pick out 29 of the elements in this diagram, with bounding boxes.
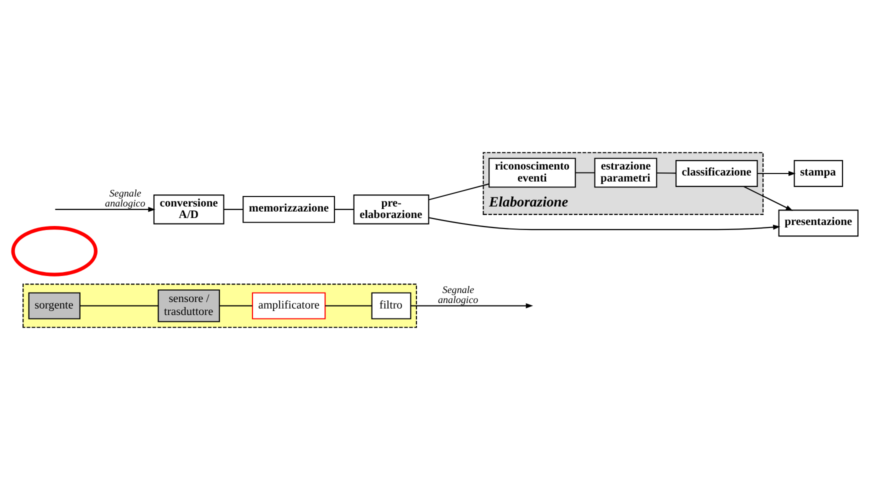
arrow: [428, 216, 780, 230]
node-box: sorgente: [28, 292, 80, 319]
node-box: amplificatore: [252, 292, 326, 319]
node-box: riconoscimento eventi: [488, 157, 576, 188]
arrow: [55, 206, 156, 212]
connector: [224, 208, 244, 210]
arrow: [757, 170, 796, 176]
node-ellipse: [11, 225, 98, 276]
connector: [428, 182, 490, 200]
connector: [220, 304, 252, 306]
node-box: pre- elaborazione: [353, 194, 430, 224]
edge-label: Segnale analogico: [438, 284, 478, 306]
arrow: [744, 186, 793, 210]
cluster: [22, 283, 417, 328]
node-box: stampa: [794, 160, 844, 186]
node-box: presentazione: [778, 209, 858, 236]
arrow: [410, 302, 534, 308]
connector: [656, 172, 676, 174]
connector: [325, 304, 372, 306]
edge-label: Segnale analogico: [105, 188, 146, 210]
node-box: memorizzazione: [242, 195, 335, 222]
node-box: sensore / trasduttore: [158, 288, 220, 322]
node-box: conversione A/D: [153, 194, 224, 224]
node-box: classificazione: [676, 160, 758, 186]
connector: [334, 208, 354, 210]
node-box: filtro: [371, 292, 412, 319]
connector: [575, 172, 595, 173]
connector: [80, 304, 158, 306]
node-box: estrazione parametri: [594, 157, 658, 188]
